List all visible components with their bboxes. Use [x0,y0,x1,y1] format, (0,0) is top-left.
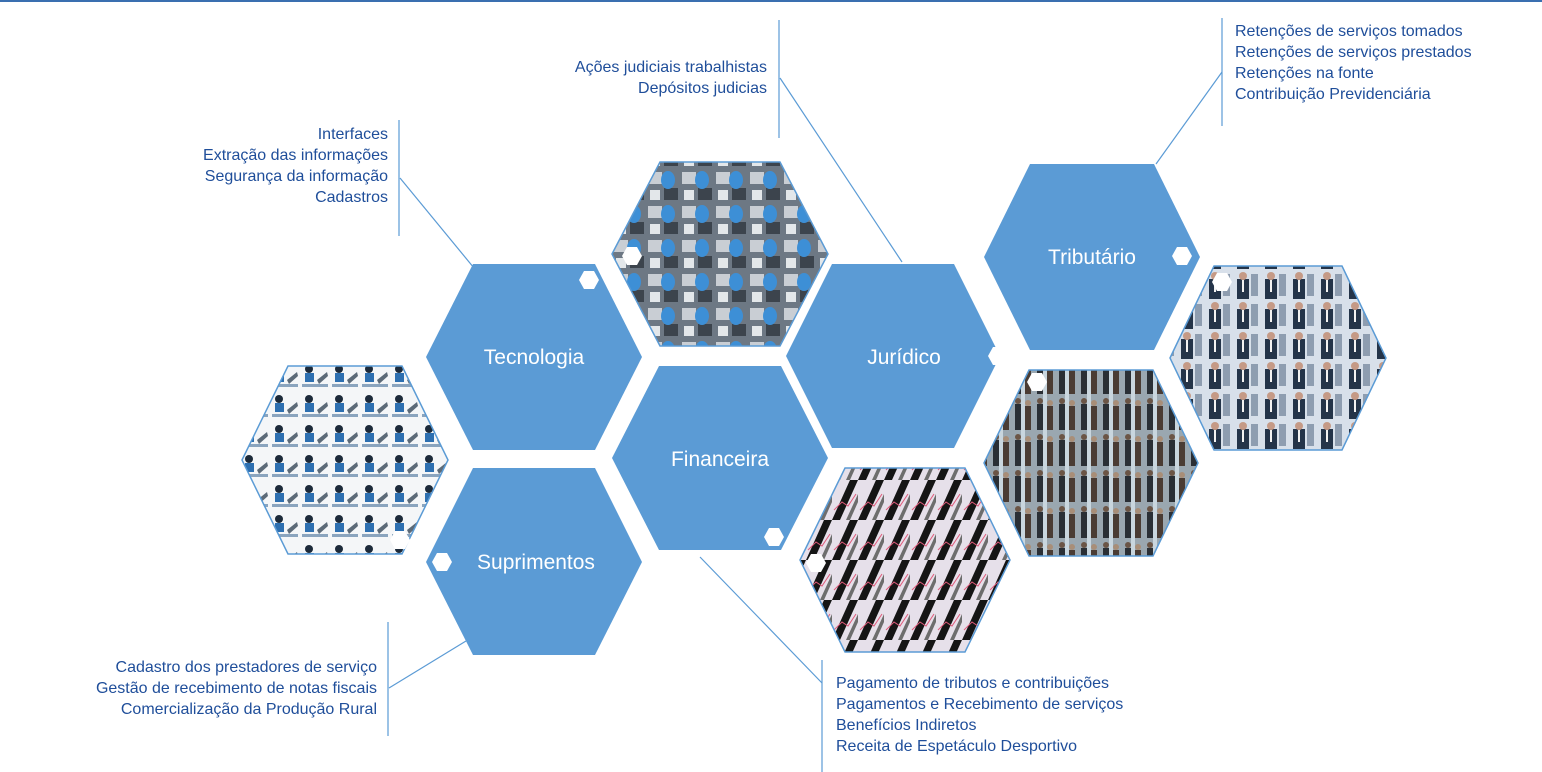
businessman-photo-marker [1212,273,1232,291]
tecnologia-marker [579,271,599,289]
tributario-connector [1155,71,1223,165]
list-item: Retenções de serviços prestados [1235,44,1472,61]
financeira-marker [764,528,784,546]
tributario-label: Tributário [1048,246,1136,269]
list-item: Cadastro dos prestadores de serviço [115,659,377,676]
business-meeting-photo [241,365,449,555]
phone-keyboard-photo [611,161,829,347]
list-item: Segurança da informação [204,168,388,185]
tecnologia-label: Tecnologia [484,346,585,369]
list-item: Receita de Espetáculo Desportivo [836,738,1078,755]
juridico-connector [779,77,903,263]
connector-lines [387,18,1223,772]
tecnologia-connector [399,177,475,269]
juridico-marker [988,347,1008,365]
suprimentos-items: Cadastro dos prestadores de serviço Gest… [96,657,377,720]
list-item: Interfaces [317,126,388,143]
list-item: Cadastros [315,189,388,206]
meeting-photo-marker [390,531,410,549]
suprimentos-marker [432,553,452,571]
juridico-items: Ações judiciais trabalhistas Depósitos j… [575,57,767,99]
list-item: Retenções na fonte [1235,65,1374,82]
list-item: Pagamento de tributos e contribuições [836,675,1110,692]
suprimentos-connector [388,640,467,689]
suprimentos-hexagon [426,468,642,655]
list-item: Retenções de serviços tomados [1235,23,1463,40]
juridico-label: Jurídico [867,346,941,369]
list-item: Extração das informações [203,147,388,164]
financial-chart-photo [799,467,1011,653]
financeira-label: Financeira [671,448,769,471]
tecnologia-hexagon [426,264,642,450]
list-item: Contribuição Previdenciária [1235,86,1431,103]
juridico-hexagon [786,264,1000,448]
tributario-items: Retenções de serviços tomados Retenções … [1235,21,1472,105]
business-people-photo [983,369,1199,557]
list-item: Ações judiciais trabalhistas [574,59,767,76]
phone-photo-marker [622,247,642,265]
marker-hexagons [390,247,1232,572]
list-item: Depósitos judicias [638,80,767,97]
tributario-hexagon [984,164,1200,350]
list-item: Pagamentos e Recebimento de serviços [836,696,1124,713]
businessman-photo [1169,265,1387,451]
list-item: Benefícios Indiretos [836,717,977,734]
list-item: Gestão de recebimento de notas fiscais [95,680,377,697]
financeira-hexagon [612,366,828,550]
suprimentos-label: Suprimentos [477,551,595,574]
financeira-items: Pagamento de tributos e contribuições Pa… [836,673,1123,757]
tributario-marker [1172,247,1192,265]
list-item: Comercialização da Produção Rural [120,701,377,718]
top-rule [0,0,1542,2]
chart-photo-marker [806,554,826,572]
financeira-connector [699,556,823,684]
tecnologia-items: Interfaces Extração das informações Segu… [203,124,388,208]
people-photo-marker [1027,373,1047,391]
